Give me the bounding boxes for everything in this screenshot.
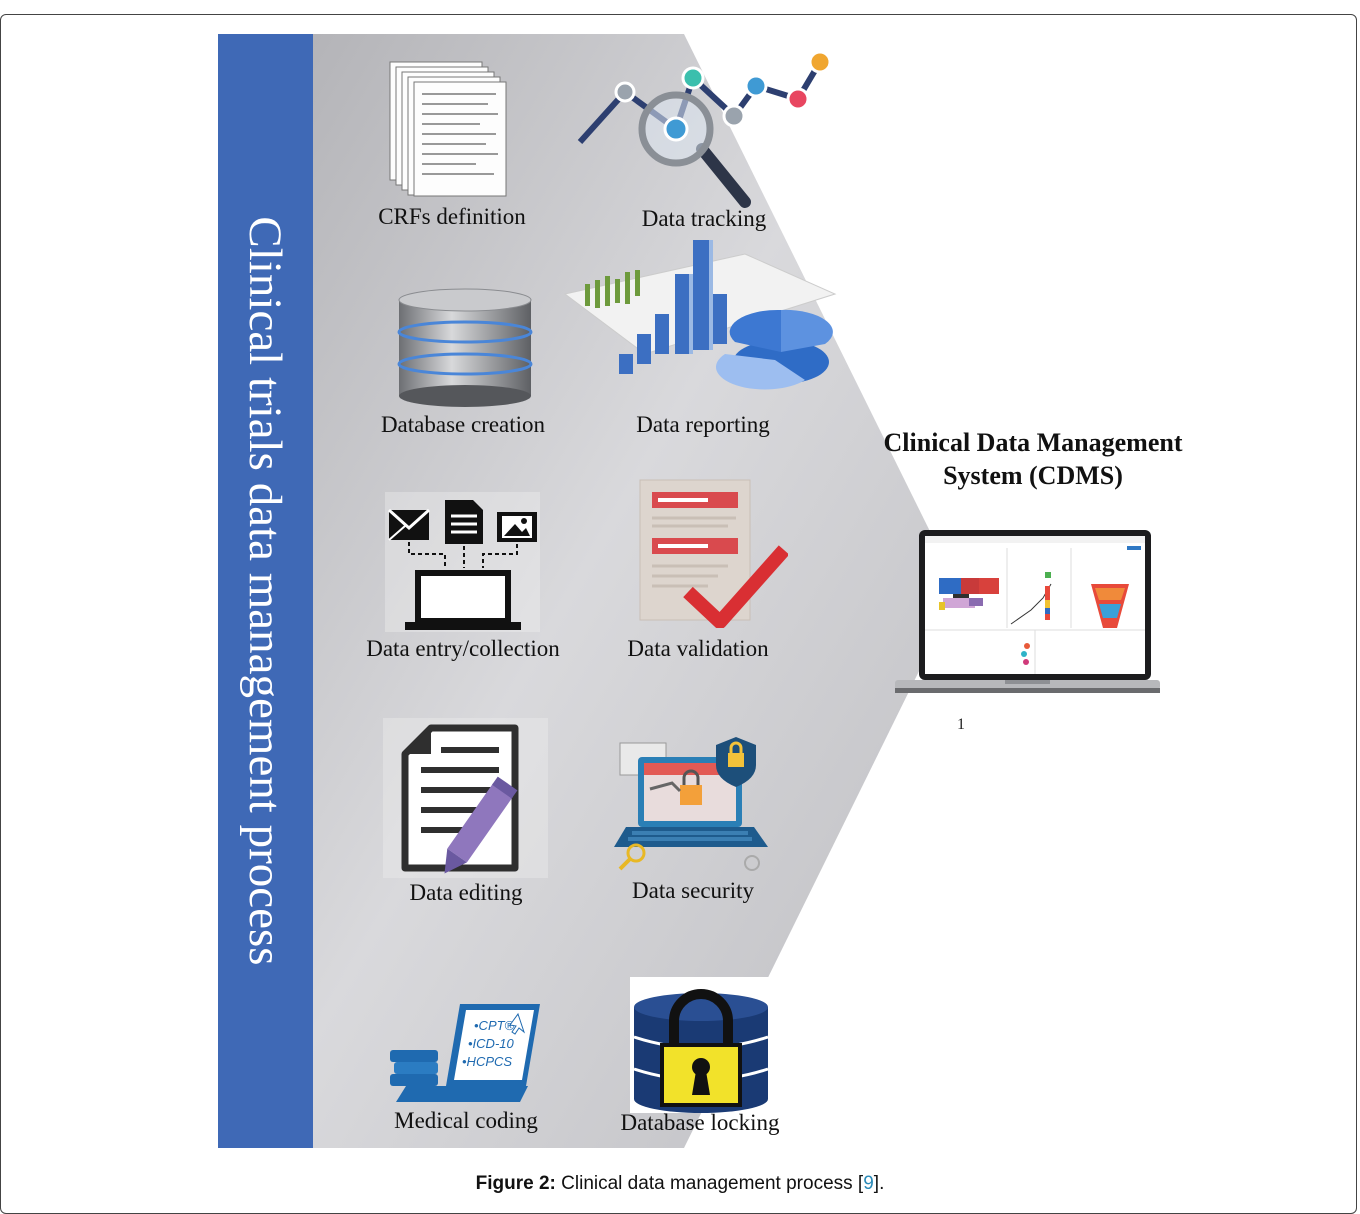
- code-line-hcpcs: •HCPCS: [462, 1054, 512, 1069]
- step-label-crfs-definition: CRFs definition: [378, 204, 526, 229]
- step-label-data-reporting: Data reporting: [636, 412, 770, 437]
- step-label-database-creation: Database creation: [380, 412, 546, 437]
- step-label-data-tracking: Data tracking: [641, 206, 767, 231]
- document-pencil-icon: [383, 718, 548, 878]
- step-label-data-security: Data security: [632, 878, 754, 903]
- document-stack-icon: [389, 61, 507, 197]
- cdms-title: Clinical Data Management System (CDMS): [883, 428, 1183, 490]
- caption-lead: Figure 2:: [475, 1173, 556, 1194]
- code-line-cpt: •CPT®: [474, 1018, 515, 1033]
- laptop-padlock-icon: [614, 737, 768, 871]
- database-lock-icon: [630, 977, 772, 1113]
- caption-text: Clinical data management process [: [555, 1173, 864, 1194]
- step-label-data-entry-collection: Data entry/collection: [366, 636, 560, 661]
- step-label-database-locking: Database locking: [620, 1110, 780, 1135]
- figure-caption: Figure 2: Clinical data management proce…: [476, 1173, 885, 1195]
- banner-title: Clinical trials data management process: [239, 216, 291, 966]
- bar-pie-chart-icon: [563, 240, 837, 390]
- caption-tail: ].: [873, 1173, 885, 1194]
- coding-laptop-icon: •CPT® •ICD-10 •HCPCS: [390, 1004, 540, 1102]
- stray-mark: 1: [957, 716, 965, 733]
- code-line-icd10: •ICD-10: [468, 1036, 514, 1051]
- form-checkmark-icon: [639, 479, 788, 628]
- banner: [218, 34, 313, 1148]
- step-label-data-validation: Data validation: [627, 636, 769, 661]
- step-label-data-editing: Data editing: [409, 880, 523, 905]
- laptop-dashboard-icon: [895, 530, 1160, 693]
- laptop-inputs-icon: [385, 492, 540, 632]
- database-icon: [397, 288, 533, 407]
- step-label-medical-coding: Medical coding: [394, 1108, 538, 1133]
- caption-reference-link[interactable]: 9: [863, 1173, 874, 1194]
- trend-magnifier-icon: [577, 50, 832, 208]
